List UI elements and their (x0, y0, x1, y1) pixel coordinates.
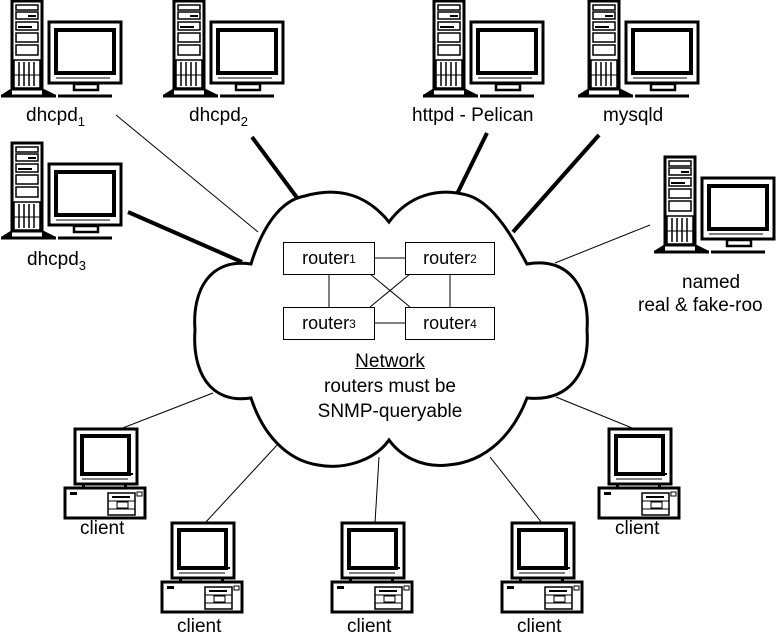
link-client-4 (489, 456, 543, 524)
network-cloud (193, 190, 589, 468)
client-icon (597, 427, 681, 520)
client-icon (500, 521, 584, 614)
server-label-mysqld: mysqld (603, 105, 664, 126)
router-link-2-3 (369, 273, 411, 308)
server-icon (421, 0, 545, 98)
link-mysqld (511, 133, 601, 234)
client-label: client (80, 518, 125, 539)
server-icon (576, 0, 700, 98)
link-client-2 (204, 443, 279, 524)
server-icon (0, 141, 123, 240)
network-title: Network (355, 351, 425, 372)
server-label-named-line2: real & fake-roo (638, 295, 763, 316)
server-label-dhcpd1: dhcpd1 (26, 105, 86, 129)
server-icon (652, 155, 776, 254)
network-subtitle-line1: routers must be (324, 376, 456, 397)
server-label-named: named (682, 272, 741, 293)
client-label: client (347, 616, 392, 637)
client-label: client (517, 616, 562, 637)
client-icon (63, 427, 147, 520)
client-label: client (615, 518, 660, 539)
link-client-5 (555, 396, 638, 431)
link-dhcpd2 (250, 135, 300, 201)
link-dhcpd3 (127, 210, 243, 264)
client-icon (160, 521, 244, 614)
server-icon (161, 0, 285, 98)
server-label-httpd: httpd - Pelican (412, 105, 534, 126)
server-label-dhcpd2: dhcpd2 (189, 105, 249, 129)
link-httpd (455, 132, 489, 195)
client-icon (330, 521, 414, 614)
server-icon (0, 0, 123, 98)
link-named (554, 224, 651, 264)
link-client-1 (114, 392, 214, 432)
network-subtitle-line2: SNMP-queryable (317, 401, 463, 422)
server-label-dhcpd3: dhcpd3 (27, 249, 87, 273)
link-client-3 (374, 456, 380, 524)
client-label: client (177, 616, 222, 637)
link-dhcpd1 (115, 114, 259, 233)
